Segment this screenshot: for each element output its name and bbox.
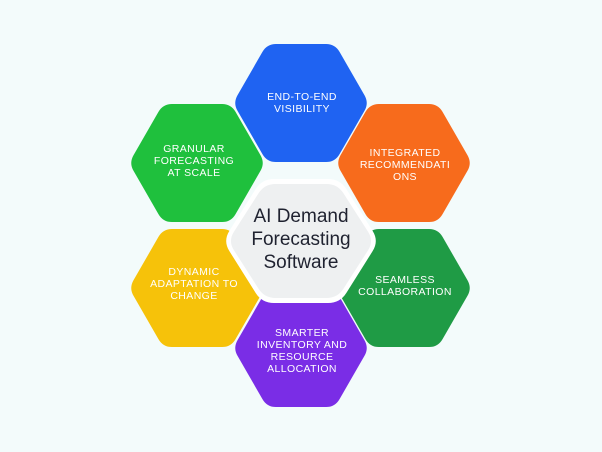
center-title: AI Demand Forecasting Software: [251, 205, 351, 273]
hexagon-upper-left: [131, 104, 263, 222]
hexagon-lower-left: [131, 229, 263, 347]
hexagon-upper-right: [338, 104, 470, 222]
hexagon-lower-right: [338, 229, 470, 347]
hexagon-bottom: [235, 289, 367, 407]
center-hub: [230, 184, 372, 298]
hexagon-top: [235, 44, 367, 162]
